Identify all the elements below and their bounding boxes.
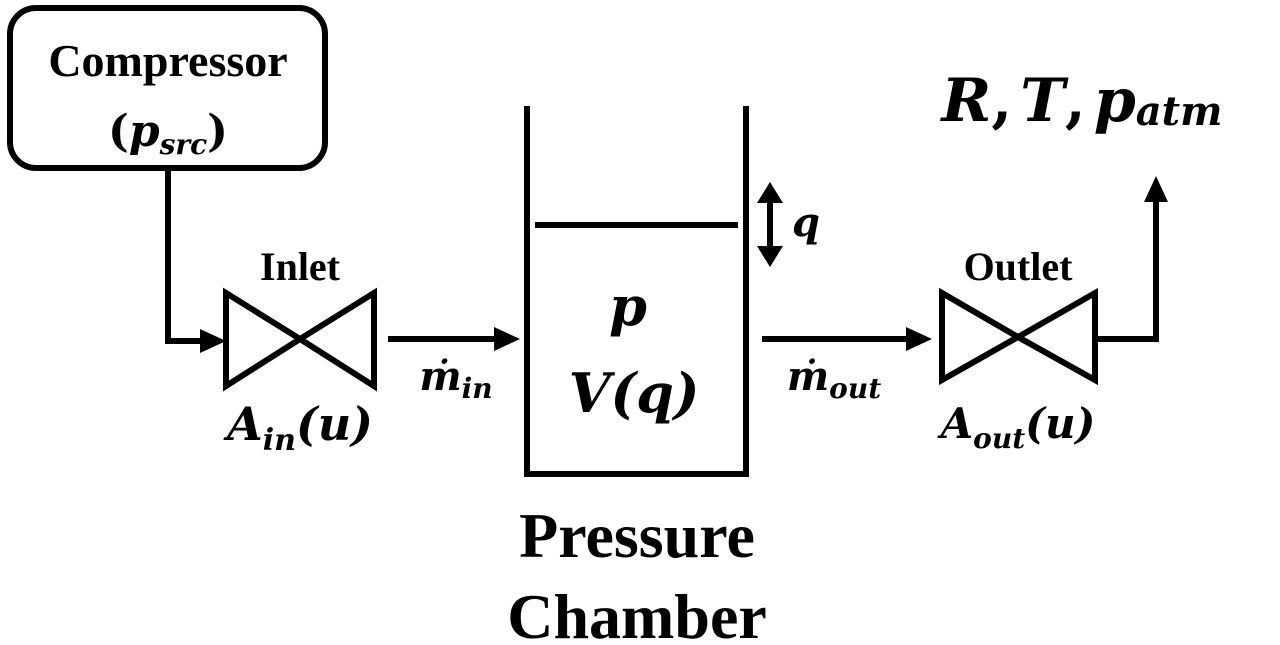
outlet-area-subscript: out <box>973 422 1025 455</box>
piston-displacement-arrow: q <box>757 182 820 267</box>
outlet-area-argument: (u) <box>1025 399 1095 448</box>
outlet-valve-right-triangle <box>1011 287 1098 386</box>
chamber-title-line1: Pressure <box>519 500 755 571</box>
chamber-volume-symbol: V <box>569 361 616 425</box>
flow-in-symbol: ṁ <box>419 353 461 400</box>
atm-pressure-subscript: atm <box>1136 88 1223 135</box>
flow-out-label: ṁout <box>787 353 881 405</box>
env-separator-2: , <box>1065 66 1086 136</box>
flow-in-subscript: in <box>462 372 493 405</box>
inlet-valve: Inlet Ain(u) <box>223 244 377 458</box>
inlet-valve-right-triangle <box>294 287 377 392</box>
atm-pressure-symbol: p <box>1094 66 1136 136</box>
flow-out-arrow: ṁout <box>762 327 932 405</box>
compressor-paren-close: ) <box>207 106 228 157</box>
compressor-label: Compressor <box>48 35 287 86</box>
chamber-volume-argument: (q) <box>611 361 700 425</box>
flow-in-label: ṁin <box>419 353 492 405</box>
compressor-to-inlet-pipe <box>165 168 226 353</box>
chamber-volume: V(q) <box>569 361 700 425</box>
outlet-valve: Outlet Aout(u) <box>937 244 1098 455</box>
compressor-block: Compressor (psrc) <box>7 5 328 171</box>
pressure-chamber: p V(q) Pressure Chamber <box>507 106 767 645</box>
outlet-area: Aout(u) <box>937 399 1096 455</box>
compressor-paren-open: ( <box>108 106 129 157</box>
inlet-area-argument: (u) <box>296 397 373 451</box>
exhaust-arrowhead <box>1144 176 1168 202</box>
flow-in-arrow: ṁin <box>388 327 520 405</box>
compressor-pressure: (psrc) <box>108 106 228 161</box>
flow-out-symbol: ṁ <box>787 353 829 400</box>
inlet-label: Inlet <box>260 244 341 289</box>
outlet-label: Outlet <box>964 244 1074 289</box>
chamber-walls <box>524 106 749 477</box>
exhaust-pipe <box>1098 176 1168 342</box>
environment-parameters: R,T,patm <box>940 66 1223 136</box>
inlet-valve-left-triangle <box>223 287 306 392</box>
gas-constant-symbol: R <box>940 66 992 136</box>
compressor-pressure-symbol: p <box>129 106 160 157</box>
flow-out-arrowhead <box>906 327 932 351</box>
piston-arrowhead-up <box>757 182 783 203</box>
outlet-valve-left-triangle <box>939 287 1025 386</box>
chamber-pressure: p <box>609 274 647 338</box>
outlet-area-symbol: A <box>937 399 974 448</box>
piston-label: q <box>792 199 820 246</box>
temperature-symbol: T <box>1020 66 1069 136</box>
env-separator-1: , <box>991 66 1012 136</box>
inlet-area-symbol: A <box>223 397 263 451</box>
inlet-pipe-arrowhead <box>200 329 226 353</box>
inlet-area-subscript: in <box>263 423 296 458</box>
flow-in-arrowhead <box>494 327 520 351</box>
flow-out-subscript: out <box>829 372 881 405</box>
chamber-title-line2: Chamber <box>507 581 767 645</box>
piston-arrowhead-down <box>757 246 783 267</box>
compressor-pressure-subscript: src <box>159 128 208 161</box>
inlet-area: Ain(u) <box>223 397 373 458</box>
